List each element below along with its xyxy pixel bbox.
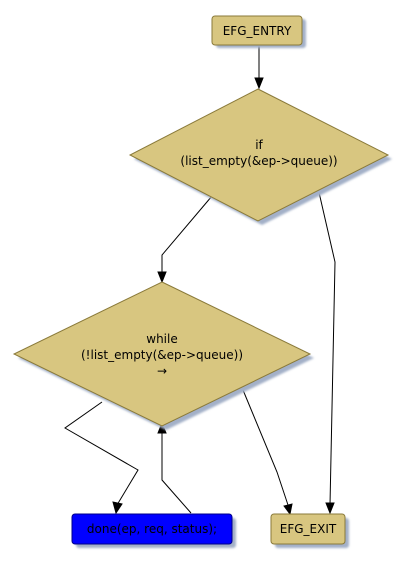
if-keyword: if	[255, 138, 263, 152]
node-done-label: done(ep, req, status);	[87, 522, 217, 536]
node-entry[interactable]: EFG_ENTRY	[211, 15, 306, 48]
node-exit-label: EFG_EXIT	[280, 522, 337, 536]
while-expression: (!list_empty(&ep->queue))	[81, 348, 243, 362]
edge-while-to-exit	[242, 389, 289, 506]
node-entry-label: EFG_ENTRY	[223, 24, 292, 38]
arrow-entry-to-if	[254, 77, 264, 90]
while-arrow: →	[157, 364, 167, 378]
edge-while-to-done	[64, 401, 139, 506]
edge-done-to-while	[161, 430, 192, 514]
arrow-if-to-while	[157, 271, 167, 284]
node-if-condition[interactable]: if (list_empty(&ep->queue))	[128, 88, 392, 225]
edge-if-to-while	[161, 195, 213, 275]
node-done-call[interactable]: done(ep, req, status);	[71, 513, 236, 548]
edge-if-to-exit	[317, 187, 336, 506]
while-keyword: while	[146, 332, 177, 346]
arrow-while-to-exit	[283, 503, 293, 516]
node-while-condition[interactable]: while (!list_empty(&ep->queue)) →	[12, 281, 314, 430]
if-expression: (list_empty(&ep->queue))	[180, 154, 337, 168]
arrow-if-to-exit	[325, 502, 335, 515]
node-exit[interactable]: EFG_EXIT	[270, 513, 349, 548]
arrow-while-to-done	[112, 501, 123, 515]
